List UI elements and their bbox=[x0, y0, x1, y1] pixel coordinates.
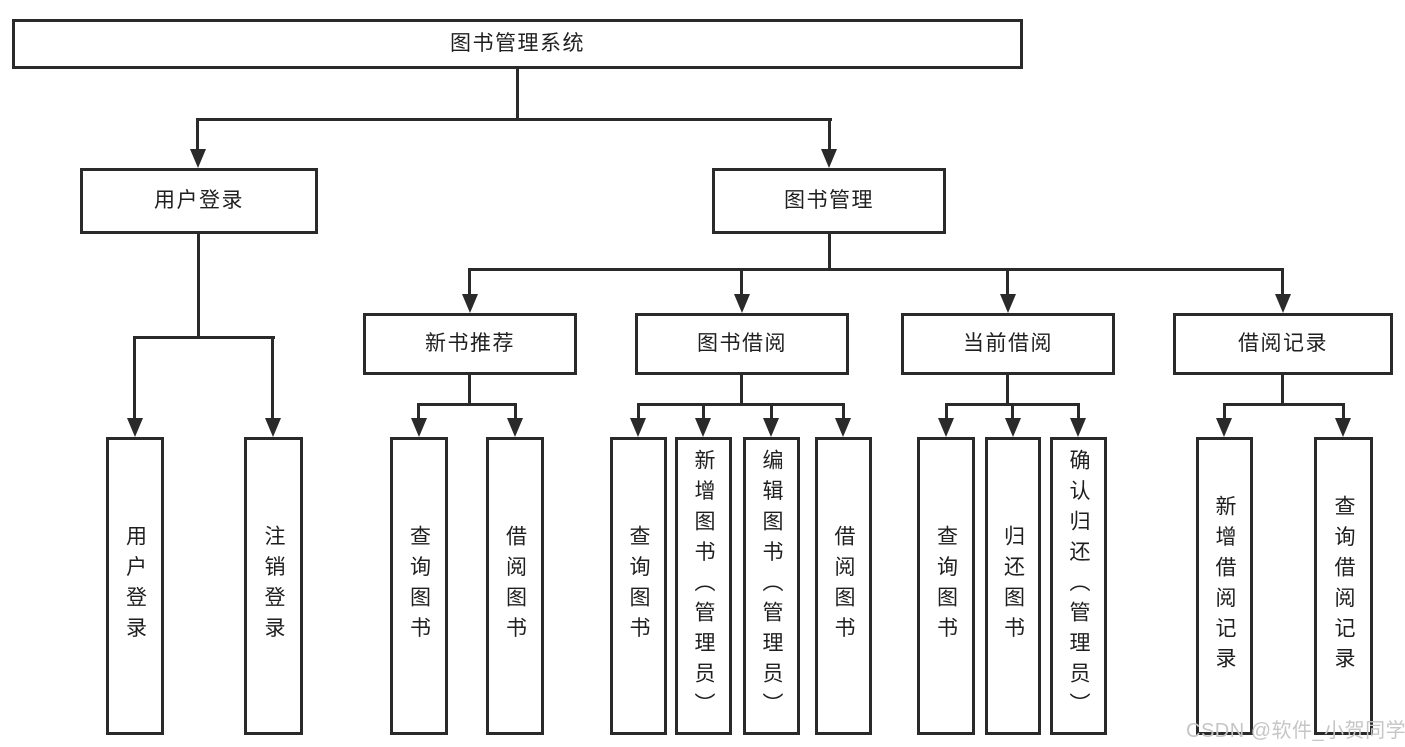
leaf-user-login: 用户登录 bbox=[106, 437, 164, 735]
connector-line bbox=[1342, 403, 1345, 420]
arrow-down-icon bbox=[507, 418, 523, 437]
connector-line bbox=[740, 374, 743, 405]
arrow-down-icon bbox=[763, 418, 779, 437]
arrow-down-icon bbox=[835, 418, 851, 437]
node-borrowing-records-label: 借阅记录 bbox=[1238, 332, 1328, 356]
node-book-management: 图书管理 bbox=[712, 168, 946, 234]
node-book-borrowing-label: 图书借阅 bbox=[697, 332, 787, 356]
connector-line bbox=[1223, 403, 1344, 406]
connector-line bbox=[842, 403, 845, 420]
connector-line bbox=[196, 118, 832, 121]
connector-line bbox=[637, 403, 844, 406]
arrow-down-icon bbox=[1070, 418, 1086, 437]
leaf-borrow-books-borrowing: 借阅图书 bbox=[815, 437, 872, 735]
node-new-book-recommendation-label: 新书推荐 bbox=[425, 332, 515, 356]
arrow-down-icon bbox=[190, 149, 206, 168]
connector-line bbox=[740, 268, 743, 296]
connector-line bbox=[828, 118, 831, 150]
connector-line bbox=[1281, 374, 1284, 405]
connector-line bbox=[828, 234, 831, 270]
arrow-down-icon bbox=[734, 294, 750, 313]
connector-line bbox=[133, 336, 275, 339]
connector-line bbox=[417, 403, 517, 406]
connector-line bbox=[702, 403, 705, 420]
arrow-down-icon bbox=[938, 418, 954, 437]
watermark-text: CSDN @软件_小贺同学 bbox=[1186, 720, 1405, 742]
connector-line bbox=[468, 268, 1284, 271]
connector-line bbox=[1281, 268, 1284, 296]
leaf-logout-login: 注销登录 bbox=[244, 437, 303, 735]
leaf-query-books-borrowing: 查询图书 bbox=[610, 437, 667, 735]
leaf-return-book: 归还图书 bbox=[985, 437, 1041, 735]
node-user-login: 用户登录 bbox=[80, 168, 318, 234]
connector-line bbox=[945, 403, 948, 420]
connector-line bbox=[197, 234, 200, 338]
leaf-borrow-books-borrowing-label: 借阅图书 bbox=[832, 525, 855, 647]
connector-line bbox=[417, 403, 420, 420]
connector-line bbox=[271, 336, 274, 420]
connector-line bbox=[1006, 268, 1009, 296]
arrow-down-icon bbox=[1335, 418, 1351, 437]
arrow-down-icon bbox=[1275, 294, 1291, 313]
leaf-return-book-label: 归还图书 bbox=[1001, 525, 1025, 647]
connector-line bbox=[1011, 403, 1014, 420]
connector-line bbox=[196, 118, 199, 150]
connector-line bbox=[133, 336, 136, 420]
leaf-confirm-return-admin: 确认归还（管理员） bbox=[1050, 437, 1107, 735]
leaf-borrow-books-recommend: 借阅图书 bbox=[486, 437, 544, 735]
leaf-edit-book-admin-label: 编辑图书（管理员） bbox=[760, 448, 783, 724]
leaf-query-borrow-record: 查询借阅记录 bbox=[1314, 437, 1373, 735]
leaf-query-borrow-record-label: 查询借阅记录 bbox=[1332, 494, 1355, 678]
connector-line bbox=[468, 374, 471, 405]
node-user-login-label: 用户登录 bbox=[154, 189, 244, 213]
leaf-query-books-current-label: 查询图书 bbox=[934, 525, 958, 647]
leaf-add-book-admin: 新增图书（管理员） bbox=[675, 437, 732, 735]
node-current-borrowing-label: 当前借阅 bbox=[963, 332, 1053, 356]
connector-line bbox=[468, 268, 471, 296]
leaf-add-borrow-record: 新增借阅记录 bbox=[1196, 437, 1253, 735]
node-new-book-recommendation: 新书推荐 bbox=[363, 313, 577, 375]
leaf-add-borrow-record-label: 新增借阅记录 bbox=[1213, 494, 1236, 678]
connector-line bbox=[1223, 403, 1226, 420]
leaf-query-books-recommend-label: 查询图书 bbox=[407, 525, 431, 647]
connector-line bbox=[516, 69, 519, 120]
arrow-down-icon bbox=[265, 418, 281, 437]
arrow-down-icon bbox=[1216, 418, 1232, 437]
leaf-logout-login-label: 注销登录 bbox=[262, 525, 285, 647]
arrow-down-icon bbox=[462, 294, 478, 313]
node-book-borrowing: 图书借阅 bbox=[635, 313, 849, 375]
arrow-down-icon bbox=[630, 418, 646, 437]
leaf-user-login-label: 用户登录 bbox=[123, 525, 147, 647]
node-borrowing-records: 借阅记录 bbox=[1173, 313, 1393, 375]
node-library-system: 图书管理系统 bbox=[12, 19, 1023, 69]
leaf-borrow-books-recommend-label: 借阅图书 bbox=[503, 525, 527, 647]
connector-line bbox=[637, 403, 640, 420]
leaf-query-books-current: 查询图书 bbox=[917, 437, 975, 735]
leaf-add-book-admin-label: 新增图书（管理员） bbox=[692, 448, 715, 724]
leaf-confirm-return-admin-label: 确认归还（管理员） bbox=[1067, 448, 1090, 724]
arrow-down-icon bbox=[411, 418, 427, 437]
leaf-edit-book-admin: 编辑图书（管理员） bbox=[743, 437, 800, 735]
connector-line bbox=[1006, 374, 1009, 405]
connector-line bbox=[770, 403, 773, 420]
node-library-system-label: 图书管理系统 bbox=[450, 32, 585, 56]
connector-line bbox=[1077, 403, 1080, 420]
connector-line bbox=[514, 403, 517, 420]
leaf-query-books-recommend: 查询图书 bbox=[390, 437, 448, 735]
node-book-management-label: 图书管理 bbox=[784, 189, 874, 213]
arrow-down-icon bbox=[821, 149, 837, 168]
arrow-down-icon bbox=[1000, 294, 1016, 313]
node-current-borrowing: 当前借阅 bbox=[901, 313, 1115, 375]
arrow-down-icon bbox=[695, 418, 711, 437]
arrow-down-icon bbox=[1005, 418, 1021, 437]
arrow-down-icon bbox=[127, 418, 143, 437]
leaf-query-books-borrowing-label: 查询图书 bbox=[627, 525, 650, 647]
